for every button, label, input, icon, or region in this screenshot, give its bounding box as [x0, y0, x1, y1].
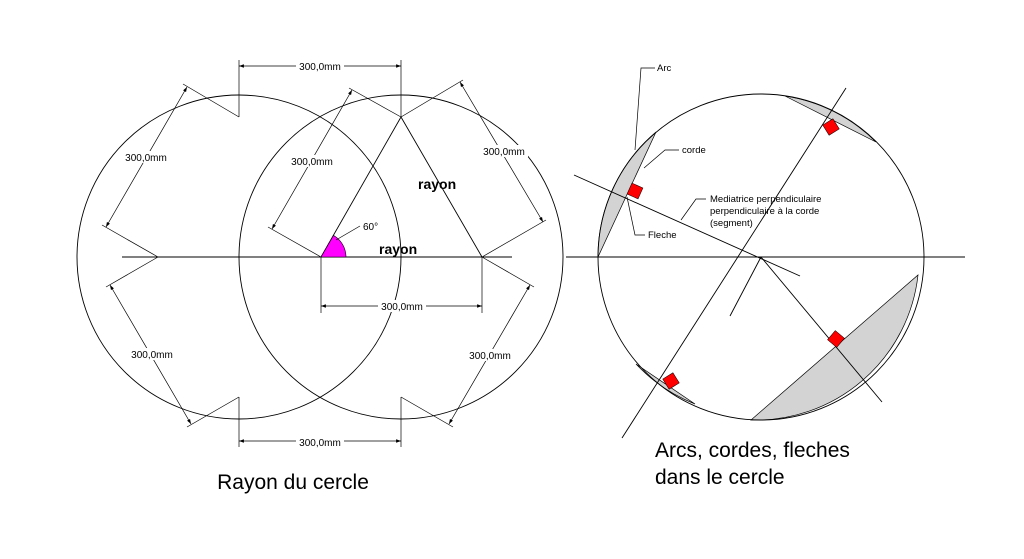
arrow-label: Fleche [648, 230, 677, 241]
mediator-label-line2: perpendiculaire à la corde [710, 206, 819, 217]
right-figure: Arc corde Mediatrice perpendiculaire per… [566, 63, 965, 489]
dimension-text: 300,0mm [125, 153, 167, 164]
extension-line [348, 87, 402, 118]
extension-line [186, 396, 240, 428]
chord-label: corde [682, 145, 706, 156]
dim-text-bg [480, 145, 528, 157]
extension-line [105, 256, 159, 288]
dimension-text: 300,0mm [131, 350, 173, 361]
right-angle-marker [822, 118, 840, 136]
radius-label: rayon [418, 176, 456, 192]
left-figure: 60° rayon rayon 300,0mm 300,0mm 300,0mm … [76, 60, 564, 494]
extension-line [400, 396, 454, 428]
mediator-leader [680, 198, 706, 221]
segment-top-right [784, 95, 877, 143]
dimension-text: 300,0mm [299, 62, 341, 73]
right-caption-line2: dans le cercle [655, 466, 785, 489]
extension-line [182, 83, 240, 118]
dim-text-bg [122, 151, 170, 163]
angle-leader [335, 225, 361, 241]
angle-label: 60° [363, 222, 378, 233]
mediator-label-line3: (segment) [710, 218, 753, 229]
dim-text-bg [296, 60, 344, 72]
dimension-text: 300,0mm [291, 157, 333, 168]
dim-text-bg [128, 348, 176, 360]
extension-line [267, 226, 322, 258]
mediator-line [729, 256, 762, 317]
dimension-text: 300,0mm [381, 302, 423, 313]
segment-bottom-right [750, 274, 919, 421]
dimension-text: 300,0mm [483, 147, 525, 158]
right-angle-marker [626, 182, 644, 200]
dim-text-bg [466, 349, 514, 361]
dim-text-bg [288, 155, 336, 167]
chord-leader [643, 149, 679, 169]
left-caption: Rayon du cercle [217, 471, 369, 494]
right-caption-line1: Arcs, cordes, fleches [655, 439, 850, 462]
right-angle-marker [662, 372, 680, 390]
right-angle-marker [827, 330, 845, 348]
arc-label: Arc [657, 63, 672, 74]
radius-label: rayon [379, 241, 417, 257]
extension-line [400, 79, 464, 118]
angle-sector [320, 234, 347, 258]
dim-text-bg [296, 436, 344, 448]
radius-line [400, 116, 483, 258]
mediator-label-line1: Mediatrice perpendiculaire [710, 194, 821, 205]
dimension-text: 300,0mm [469, 351, 511, 362]
extension-line [481, 219, 547, 258]
dimension-text: 300,0mm [299, 438, 341, 449]
extension-line [101, 224, 159, 258]
dim-text-bg [378, 300, 426, 312]
radius-line [320, 116, 402, 258]
mediator-line [760, 256, 883, 403]
extension-line [481, 256, 535, 288]
mediator-line [621, 87, 847, 439]
arc-leader [634, 67, 655, 151]
arrow-leader [626, 196, 645, 236]
